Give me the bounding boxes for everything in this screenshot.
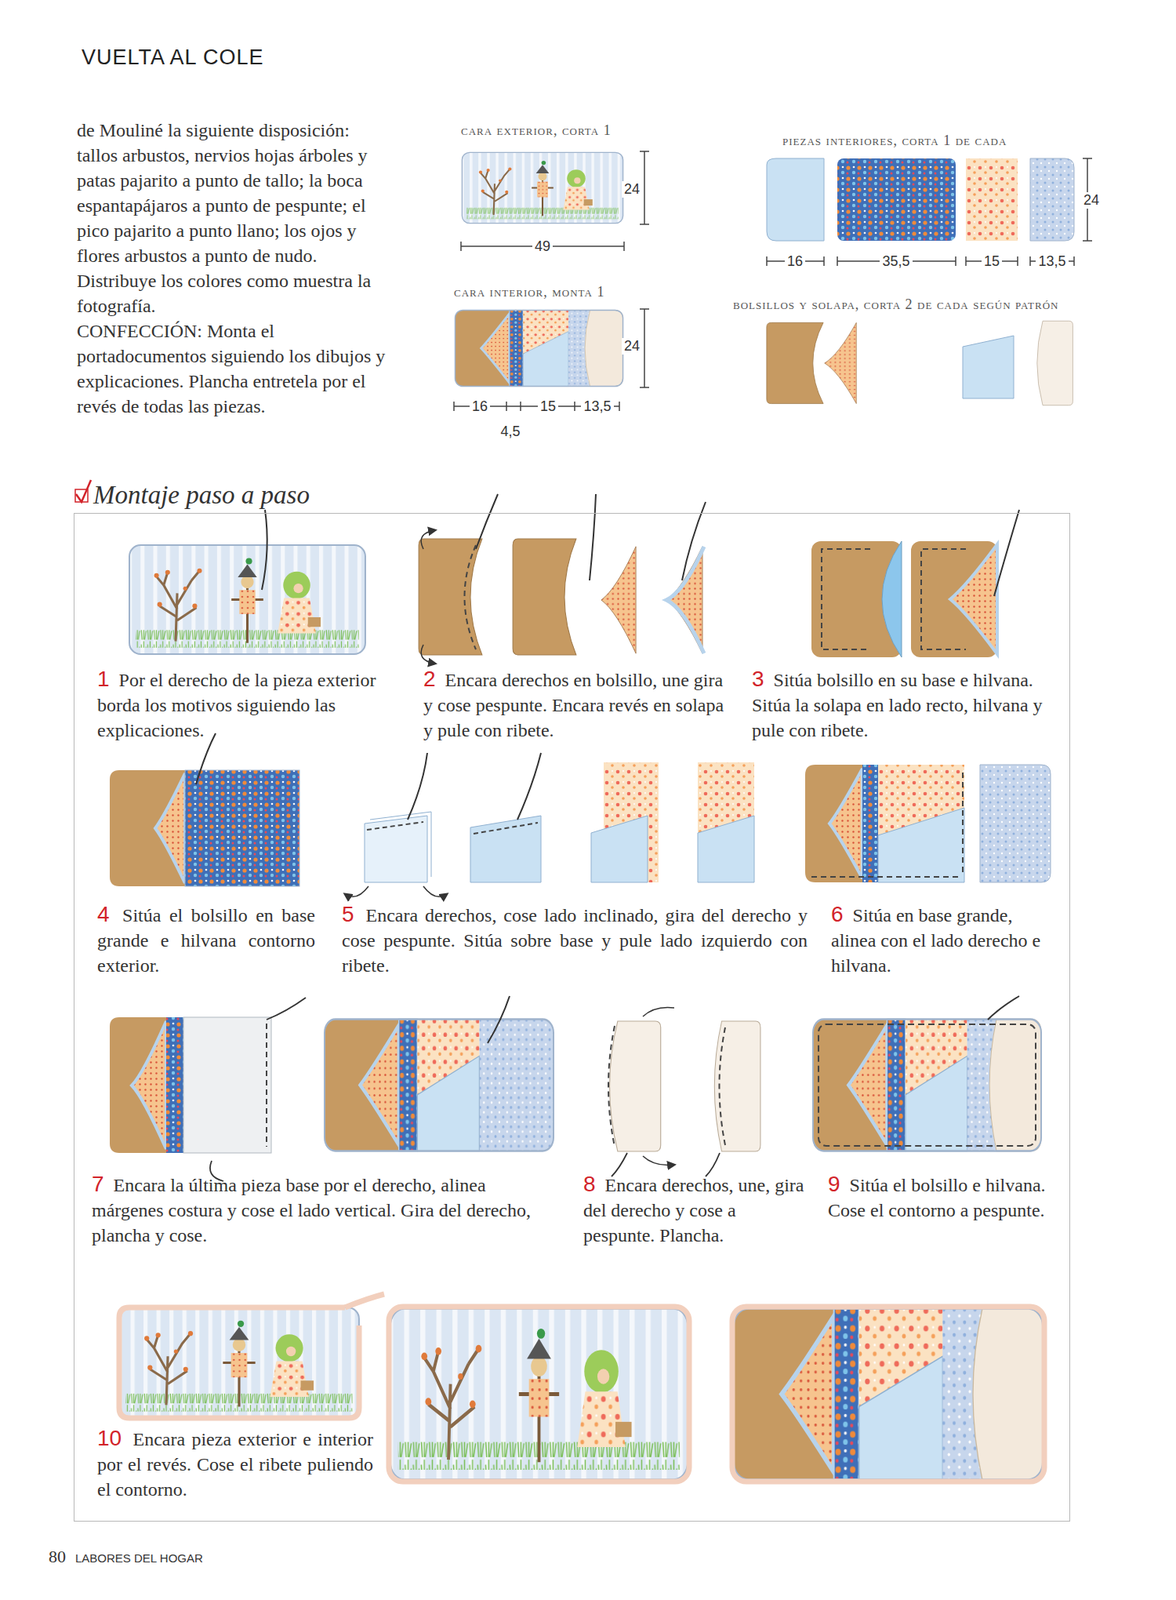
callout-number: 1 — [97, 666, 110, 691]
dimension: 13,5 — [1035, 253, 1068, 270]
intro-text: de Mouliné la siguiente disposición: tal… — [76, 117, 394, 319]
step-text-block: 10 Encara pieza exterior e interior por … — [97, 1425, 374, 1502]
step-instruction: Encara derechos, cose lado inclinado, gi… — [341, 904, 808, 976]
step-text-block: 6 Sitúa en base grande, alinea con el la… — [831, 901, 1056, 978]
step-instruction: Sitúa bolsillo en su base e hilvana. Sit… — [751, 669, 1043, 741]
piece-caption: cara interior, monta 1 — [453, 283, 605, 301]
callout-number: 6 — [831, 901, 844, 926]
step-instruction: Sitúa en base grande, alinea con el lado… — [831, 904, 1041, 976]
callout-number: 10 — [97, 1425, 122, 1450]
intro-text: CONFECCIÓN: Monta el portadocumentos sig… — [76, 318, 394, 419]
callout-number: 8 — [583, 1171, 596, 1196]
step-text-block: 2 Encara derechos en bolsillo, une gira … — [423, 666, 730, 743]
callout-number: 2 — [423, 666, 436, 691]
dimension: 49 — [532, 238, 553, 255]
piece-caption: bolsillos y solapa, corta 2 de cada segú… — [733, 296, 1059, 313]
piece-caption: piezas interiores, corta 1 de cada — [782, 132, 1007, 149]
page-number: 80 — [48, 1546, 66, 1567]
step-instruction: Encara derechos, une, gira del derecho y… — [583, 1174, 804, 1245]
step-instruction: Sitúa el bolsillo en base grande e hilva… — [97, 904, 316, 976]
step-text-block: 9 Sitúa el bolsillo e hilvana. Cose el c… — [827, 1171, 1053, 1223]
dimension: 35,5 — [879, 253, 912, 270]
dimension: 16 — [469, 398, 490, 415]
step-instruction: Por el derecho de la pieza exterior bord… — [97, 669, 376, 741]
dimension: 16 — [784, 253, 806, 270]
step-text-block: 5 Encara derechos, cose lado inclinado, … — [341, 901, 808, 978]
callout-number: 9 — [827, 1171, 841, 1196]
step-instruction: Encara la última pieza base por el derec… — [91, 1174, 531, 1245]
piece-caption: cara exterior, corta 1 — [460, 122, 612, 139]
dimension: 13,5 — [580, 398, 614, 415]
step-text-block: 8 Encara derechos, une, gira del derecho… — [583, 1171, 805, 1248]
dimension: 4,5 — [497, 423, 523, 440]
callout-number: 7 — [91, 1171, 105, 1196]
dimension: 15 — [537, 398, 559, 415]
dimension: 24 — [621, 181, 643, 198]
page-title: VUELTA AL COLE — [81, 45, 265, 70]
step-instruction: Sitúa el bolsillo e hilvana. Cose el con… — [827, 1174, 1046, 1220]
step-text-block: 7 Encara la última pieza base por el der… — [91, 1171, 561, 1248]
dimension: 24 — [1081, 192, 1102, 209]
magazine-name: LABORES DEL HOGAR — [75, 1550, 204, 1565]
step-text-block: 1 Por el derecho de la pieza exterior bo… — [97, 666, 402, 743]
step-text-block: 3 Sitúa bolsillo en su base e hilvana. S… — [751, 666, 1054, 743]
callout-number: 3 — [751, 666, 765, 691]
step-instruction: Encara derechos en bolsillo, une gira y … — [423, 669, 724, 741]
dimension: 15 — [981, 253, 1002, 270]
dimension: 24 — [621, 337, 643, 355]
frame-heading: Montaje paso a paso — [93, 479, 310, 511]
step-instruction: Encara pieza exterior e interior por el … — [97, 1428, 374, 1500]
step-text-block: 4 Sitúa el bolsillo en base grande e hil… — [97, 901, 316, 978]
steps-frame: Montaje paso a paso — [73, 512, 1071, 1521]
callout-number: 4 — [97, 901, 110, 926]
callout-number: 5 — [341, 901, 355, 926]
